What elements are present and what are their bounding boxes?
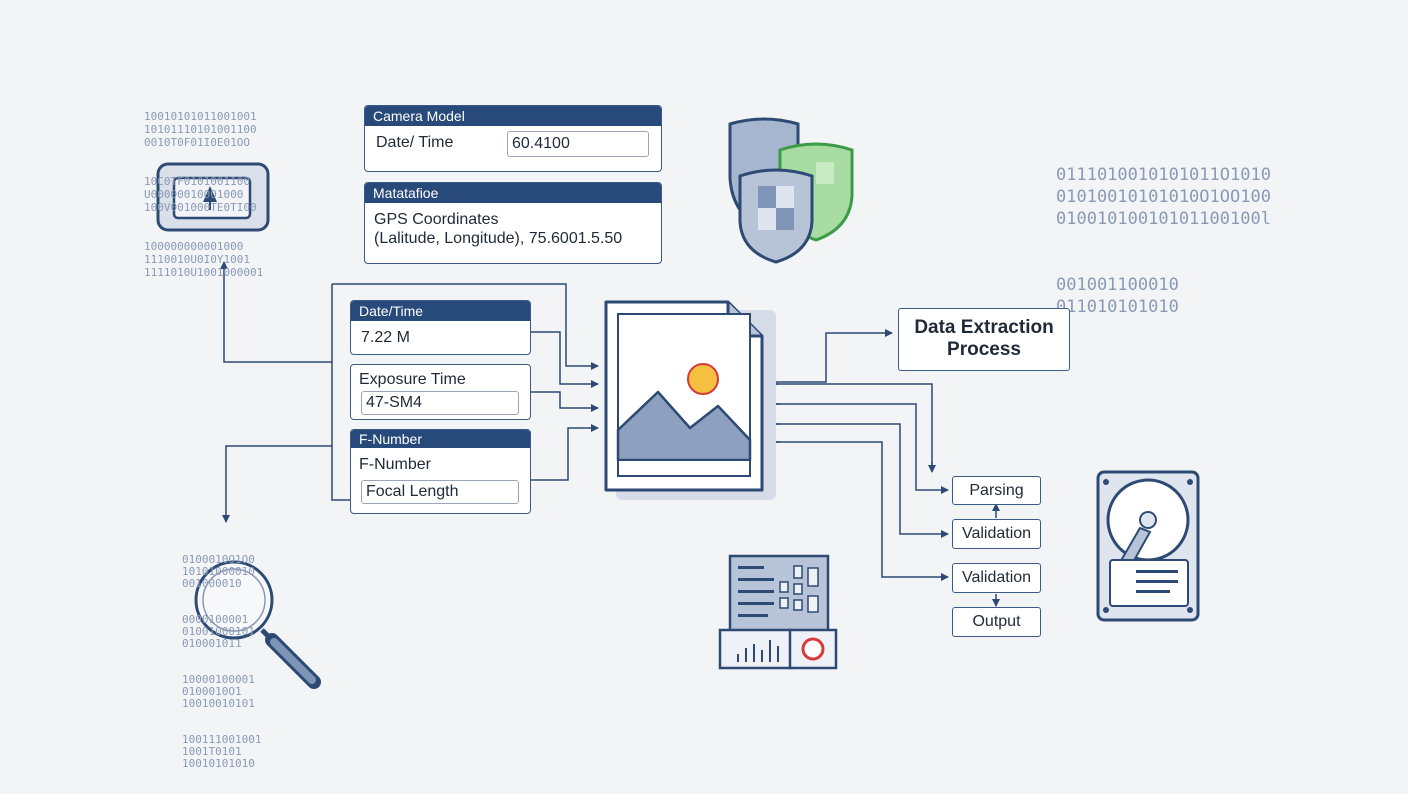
connector-magnifier [222,445,332,523]
fnumber-card: F-Number F-Number Focal Length [350,429,531,514]
hard-drive-icon [1096,470,1200,622]
connector-validation-1 [770,423,949,538]
step-validation-2: Validation [952,563,1041,593]
step-parsing: Parsing [952,476,1041,505]
connector-bracket-top [332,283,599,370]
magnifier-icon [194,560,321,689]
connector-camera [220,261,332,363]
connector-process [776,329,893,383]
connector-exposure [530,391,599,412]
focal-length-field: Focal Length [361,480,519,504]
connector-fnumber [530,424,599,481]
fnumber-header: F-Number [351,430,530,448]
gps-coordinates-label: GPS Coordinates [374,211,499,228]
gps-metadata-card: Matatafioe GPS Coordinates (Lalitude, Lo… [364,182,662,264]
step-output: Output [952,607,1041,637]
camera-datetime-label: Date/ Time [376,134,454,151]
gps-metadata-header: Matatafioe [365,183,661,203]
connector-datetime [530,331,599,388]
step-validation-1: Validation [952,519,1041,549]
connector-layer [156,117,1200,689]
data-extraction-process-box: Data Extraction Process [898,308,1070,371]
connector-parsing-down [770,383,933,470]
exposure-label: Exposure Time [359,371,466,388]
camera-screen-icon [156,162,270,232]
process-title-line1: Data Extraction [914,317,1054,338]
datetime-header: Date/Time [351,301,530,321]
process-title-line2: Process [947,339,1021,360]
datetime-card: Date/Time 7.22 M [350,300,531,355]
camera-model-card: Camera Model Date/ Time 60.4100 [364,105,662,172]
document-chart-icon [718,554,838,670]
exposure-card: Exposure Time 47-SM4 [350,364,531,420]
gps-coordinates-value: (Lalitude, Longitude), 75.6001.5.50 [374,230,623,247]
camera-datetime-value: 60.4100 [507,131,649,157]
connector-parsing [770,403,949,494]
camera-model-header: Camera Model [365,106,661,126]
bracket-left-cards [331,284,350,501]
datetime-value: 7.22 M [361,329,410,346]
shield-icon [728,117,854,264]
image-file-icon [604,300,776,500]
exposure-value: 47-SM4 [361,391,519,415]
fnumber-label: F-Number [359,456,432,473]
connector-validation-2 [770,441,949,581]
